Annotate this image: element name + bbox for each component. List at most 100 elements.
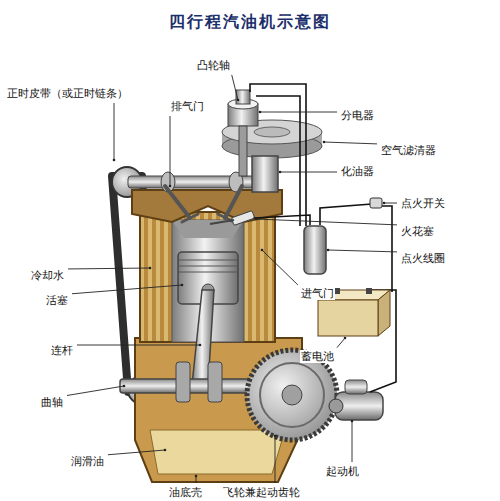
valves-part — [225, 186, 242, 218]
label-wrap: 冷却水 — [30, 265, 65, 283]
diagram-title: 四行程汽油机示意图 — [169, 12, 331, 31]
label-wrap: 油底壳 — [168, 482, 203, 500]
leader-dot — [344, 337, 347, 340]
piston-part — [178, 272, 238, 273]
leader-dot — [164, 449, 167, 452]
leader-dot — [113, 159, 116, 162]
leader-dot — [237, 99, 240, 102]
spark-plug — [210, 210, 255, 225]
label-wrap: 飞轮兼起动齿轮 — [222, 482, 301, 500]
leader-dot — [199, 344, 202, 347]
leader-dot — [383, 202, 386, 205]
piston-part — [178, 260, 238, 261]
part-label: 化油器 — [340, 165, 375, 178]
starter-motor-part — [329, 399, 343, 413]
label-wrap: 点火线圈 — [400, 248, 446, 266]
label-wrap: 起动机 — [325, 461, 360, 479]
leader-line — [384, 203, 397, 204]
leader-dot — [169, 185, 172, 188]
flywheel-part — [247, 350, 337, 440]
leader-line — [275, 436, 276, 483]
part-label: 油底壳 — [168, 486, 203, 499]
leader-line — [68, 268, 150, 270]
ignition-coil-part — [304, 226, 326, 274]
carburetor-part — [252, 156, 278, 192]
part-label: 正时皮带（或正时链条） — [6, 87, 129, 100]
label-wrap: 正时皮带（或正时链条） — [6, 83, 129, 101]
leader-line — [114, 103, 115, 160]
part-label: 进气门 — [300, 287, 335, 300]
leader-dot — [259, 111, 262, 114]
leader-line — [280, 172, 337, 173]
spark-plug-part — [231, 210, 254, 225]
leader-line — [108, 450, 165, 455]
label-wrap: 化油器 — [340, 161, 375, 179]
leader-dot — [351, 420, 354, 423]
part-label: 凸轮轴 — [196, 59, 231, 72]
carburetor — [252, 156, 278, 192]
flywheel-part — [260, 363, 324, 427]
leader-line — [256, 219, 397, 225]
leader-line — [328, 250, 397, 252]
wires-part — [250, 84, 306, 226]
leader-dot — [274, 435, 277, 438]
leader-dot — [123, 385, 126, 388]
part-label: 排气门 — [170, 100, 205, 113]
valves-part — [165, 186, 190, 218]
spark-plug-part — [210, 220, 234, 224]
distributor-part — [236, 90, 250, 104]
part-label: 飞轮兼起动齿轮 — [222, 486, 301, 499]
flywheel-part — [282, 385, 302, 405]
part-label: 蓄电池 — [300, 350, 335, 363]
label-wrap: 蓄电池 — [300, 346, 335, 364]
label-wrap: 润滑油 — [70, 451, 105, 469]
part-label: 曲轴 — [40, 396, 64, 409]
label-wrap: 空气滤清器 — [380, 140, 437, 158]
leader-line — [324, 142, 377, 144]
wires-part — [256, 96, 300, 226]
leader-line — [232, 75, 238, 100]
leader-line — [337, 338, 345, 348]
leader-dot — [279, 171, 282, 174]
battery-part — [366, 288, 372, 294]
crankshaft-part — [208, 362, 222, 402]
starter-motor-part — [345, 380, 367, 394]
leader-dot — [327, 249, 330, 252]
label-wrap: 进气门 — [300, 283, 335, 301]
distributor-part — [239, 126, 247, 176]
leader-dot — [261, 249, 264, 252]
label-wrap: 活塞 — [45, 290, 69, 308]
part-label: 点火开关 — [400, 197, 446, 210]
label-wrap: 曲轴 — [40, 392, 64, 410]
label-wrap: 凸轮轴 — [196, 55, 231, 73]
title-wrap: 四行程汽油机示意图 — [0, 12, 500, 33]
leader-line — [170, 116, 171, 186]
leader-dot — [323, 141, 326, 144]
ignition-coil — [304, 226, 326, 274]
part-label: 起动机 — [325, 465, 360, 478]
part-label: 火花塞 — [400, 225, 435, 238]
leader-line — [77, 345, 200, 346]
wires-part — [380, 206, 392, 292]
leader-dot — [195, 475, 198, 478]
valves-part — [182, 214, 198, 222]
air-filter-part — [254, 127, 290, 137]
piston-part — [178, 266, 238, 267]
leader-line — [260, 112, 337, 113]
ignition-switch-part — [370, 198, 382, 208]
part-label: 分电器 — [340, 109, 375, 122]
battery-part — [318, 300, 378, 336]
flywheel — [247, 350, 337, 440]
part-label: 空气滤清器 — [380, 144, 437, 157]
label-wrap: 排气门 — [170, 96, 205, 114]
leader-dot — [255, 218, 258, 221]
part-label: 冷却水 — [30, 269, 65, 282]
leader-line — [67, 386, 124, 396]
label-wrap: 火花塞 — [400, 221, 435, 239]
leader-line — [262, 250, 298, 285]
part-label: 润滑油 — [70, 455, 105, 468]
part-label: 点火线圈 — [400, 252, 446, 265]
